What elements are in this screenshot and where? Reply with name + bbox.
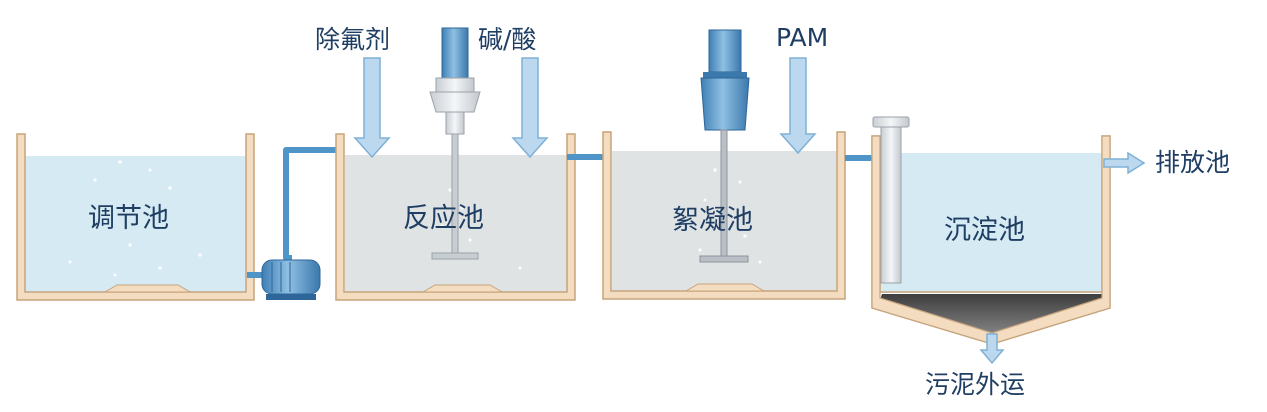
dosing-arrow-alkali-acid-icon	[511, 57, 549, 159]
dosing-arrow-defluoride-icon	[353, 57, 391, 159]
center-well-icon	[872, 116, 910, 284]
tank-label-reaction: 反应池	[403, 203, 484, 234]
mixer-flocculation-icon	[699, 29, 750, 263]
dosing-label-alkali-acid: 碱/酸	[478, 25, 537, 54]
dosing-arrow-pam-icon	[779, 57, 817, 155]
tank-adjustment	[16, 133, 255, 301]
pump-icon	[261, 259, 321, 300]
outlet-label-discharge: 排放池	[1155, 148, 1231, 177]
tank-label-adjustment: 调节池	[88, 203, 169, 234]
transfer-pipe-1	[247, 147, 338, 278]
sludge-arrow-icon	[979, 333, 1005, 365]
dosing-label-pam: PAM	[776, 23, 829, 52]
tank-label-sedimentation: 沉淀池	[944, 215, 1025, 246]
discharge-arrow-icon	[1103, 151, 1146, 175]
tank-sedimentation	[871, 135, 1111, 345]
outlet-label-sludge: 污泥外运	[925, 370, 1026, 399]
dosing-label-defluoride: 除氟剂	[315, 25, 391, 54]
mixer-reaction-icon	[429, 27, 481, 260]
tank-label-flocculation: 絮凝池	[672, 205, 753, 236]
